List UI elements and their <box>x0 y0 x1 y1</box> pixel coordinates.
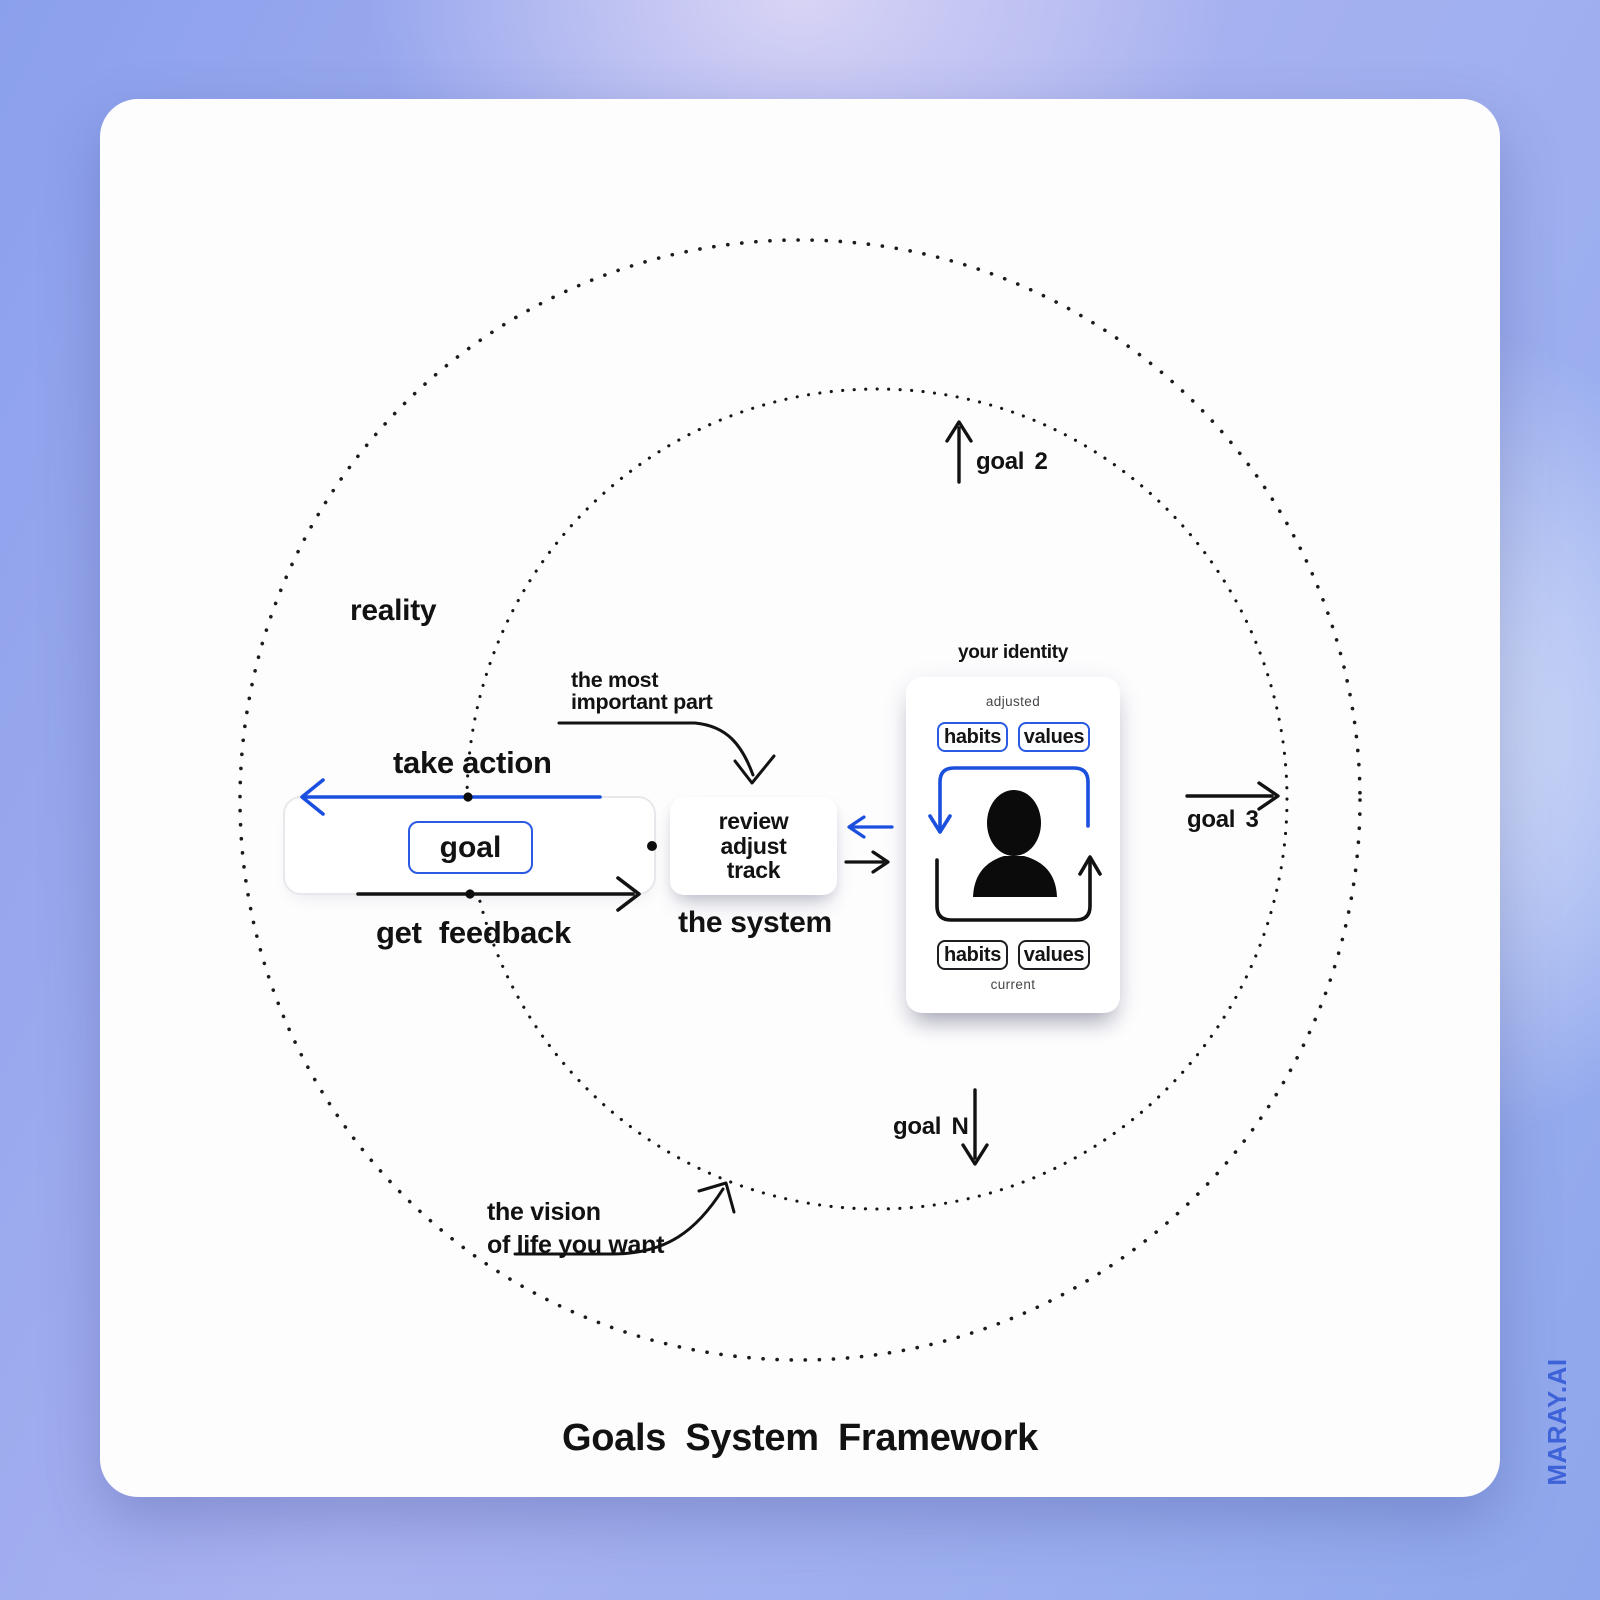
page-title: Goals System Framework <box>561 1417 1039 1459</box>
take-action-arrow <box>302 780 600 814</box>
adjusted-habits-chip: habits <box>937 722 1008 752</box>
vision-arrow <box>515 1183 734 1254</box>
system-to-identity-arrow <box>846 852 888 872</box>
get-feedback-arrow <box>358 878 639 910</box>
get-feedback-label: get feedback <box>376 915 571 950</box>
take-action-label: take action <box>393 745 552 780</box>
most-important-line1: the most <box>571 668 659 692</box>
current-loop-bracket <box>937 857 1100 920</box>
vision-line1: the vision <box>487 1198 601 1226</box>
adjusted-label: adjusted <box>985 694 1041 709</box>
goal3-label: goal 3 <box>1187 806 1259 833</box>
system-box: review adjust track <box>670 797 837 895</box>
identity-to-system-arrow <box>849 817 892 837</box>
your-identity-label: your identity <box>957 642 1069 663</box>
the-system-label: the system <box>678 906 832 939</box>
most-important-annotation: the most important part <box>571 669 713 713</box>
adjusted-values-chip: values <box>1018 722 1090 752</box>
current-habits-chip: habits <box>937 940 1008 970</box>
brand-watermark: MARAY.AI <box>1542 1358 1572 1486</box>
goal2-arrow <box>947 422 971 482</box>
goalN-arrow <box>963 1090 987 1164</box>
reality-label: reality <box>350 594 437 627</box>
adjusted-loop-bracket <box>930 768 1088 832</box>
person-silhouette-icon <box>973 790 1057 897</box>
loop-output-dot <box>647 841 657 851</box>
most-important-line2: important part <box>571 690 713 714</box>
current-values-chip: values <box>1018 940 1090 970</box>
most-important-arrow <box>559 723 774 783</box>
goal-label: goal <box>439 830 502 864</box>
system-box-line: adjust <box>720 832 787 859</box>
outer-reality-circle <box>240 240 1360 1360</box>
current-label: current <box>990 977 1036 992</box>
goal-box: goal <box>408 821 533 874</box>
take-action-dot <box>463 792 473 802</box>
vision-annotation: the vision of life you want <box>487 1196 664 1262</box>
system-box-line: review <box>718 808 789 835</box>
goal2-label: goal 2 <box>976 448 1048 475</box>
vision-line2: of life you want <box>487 1231 665 1259</box>
get-feedback-dot <box>465 889 475 899</box>
system-box-line: track <box>726 857 781 884</box>
goal3-arrow <box>1187 783 1278 809</box>
goalN-label: goal N <box>893 1113 969 1140</box>
